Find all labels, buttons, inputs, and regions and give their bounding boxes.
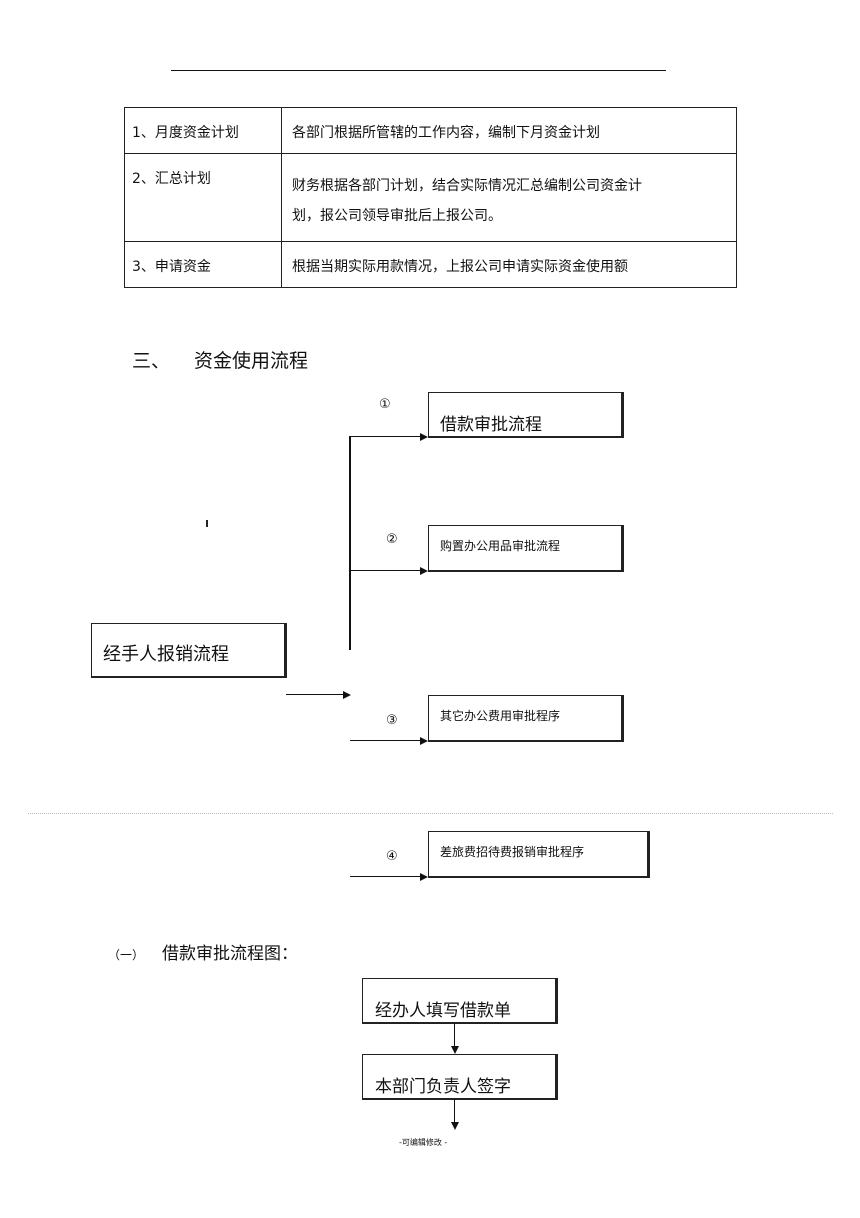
branch-label-3: 其它办公费用审批程序 bbox=[440, 709, 561, 723]
page-divider bbox=[28, 813, 833, 814]
connector-line-3 bbox=[350, 740, 421, 741]
desc-line: 财务根据各部门计划，结合实际情况汇总编制公司资金计 bbox=[292, 178, 642, 194]
connector-line-1 bbox=[349, 436, 421, 437]
source-label: 经手人报销流程 bbox=[103, 644, 229, 665]
arrow-4 bbox=[420, 873, 428, 881]
loan-connector-2 bbox=[454, 1099, 455, 1123]
table-row: 2、汇总计划 财务根据各部门计划，结合实际情况汇总编制公司资金计 划，报公司领导… bbox=[124, 153, 737, 242]
source-arrow bbox=[343, 691, 351, 699]
top-rule bbox=[171, 70, 666, 71]
section-heading: 三、 资金使用流程 bbox=[132, 346, 308, 373]
branch-marker-2: ② bbox=[386, 532, 398, 547]
source-arrow-line bbox=[286, 694, 344, 695]
loan-step-label-1: 经办人填写借款单 bbox=[375, 1001, 511, 1021]
loan-step-label-2: 本部门负责人签字 bbox=[375, 1077, 511, 1097]
subsection-title: 借款审批流程图： bbox=[162, 944, 299, 964]
table-cell-desc: 各部门根据所管辖的工作内容，编制下月资金计划 bbox=[281, 107, 737, 154]
branch-marker-1: ① bbox=[379, 397, 391, 412]
subsection-heading: （一） 借款审批流程图： bbox=[108, 939, 298, 964]
branch-box-2: 购置办公用品审批流程 bbox=[428, 525, 624, 572]
branch-label-2: 购置办公用品审批流程 bbox=[440, 539, 561, 553]
loan-connector-1 bbox=[454, 1023, 455, 1048]
page-footer: -可编辑修改 - bbox=[399, 1138, 448, 1147]
branch-box-3: 其它办公费用审批程序 bbox=[428, 695, 624, 742]
loan-step-box-2: 本部门负责人签字 bbox=[362, 1054, 558, 1100]
connector-line-4 bbox=[350, 876, 421, 877]
desc-line: 各部门根据所管辖的工作内容，编制下月资金计划 bbox=[292, 125, 600, 141]
loan-arrow-1 bbox=[451, 1046, 459, 1054]
table-cell-desc: 财务根据各部门计划，结合实际情况汇总编制公司资金计 划，报公司领导审批后上报公司… bbox=[281, 153, 737, 242]
loan-step-box-1: 经办人填写借款单 bbox=[362, 978, 558, 1024]
desc-line: 根据当期实际用款情况，上报公司申请实际资金使用额 bbox=[292, 259, 628, 275]
section-title: 资金使用流程 bbox=[194, 350, 309, 372]
source-box: 经手人报销流程 bbox=[91, 623, 287, 678]
table-cell-desc: 根据当期实际用款情况，上报公司申请实际资金使用额 bbox=[281, 241, 737, 288]
stray-mark bbox=[206, 520, 208, 527]
table-row: 1、月度资金计划 各部门根据所管辖的工作内容，编制下月资金计划 bbox=[124, 107, 737, 154]
branch-box-1: 借款审批流程 bbox=[428, 392, 624, 438]
desc-line: 划，报公司领导审批后上报公司。 bbox=[292, 208, 502, 224]
arrow-2 bbox=[420, 567, 428, 575]
table-cell-step: 2、汇总计划 bbox=[124, 153, 282, 242]
branch-marker-3: ③ bbox=[386, 713, 398, 728]
table-row: 3、申请资金 根据当期实际用款情况，上报公司申请实际资金使用额 bbox=[124, 241, 737, 288]
trunk-line bbox=[349, 436, 351, 650]
branch-box-4: 差旅费招待费报销审批程序 bbox=[428, 831, 650, 878]
branch-marker-4: ④ bbox=[386, 849, 398, 864]
branch-label-4: 差旅费招待费报销审批程序 bbox=[440, 845, 585, 859]
connector-line-2 bbox=[349, 570, 421, 571]
table-cell-step: 1、月度资金计划 bbox=[124, 107, 282, 154]
branch-label-1: 借款审批流程 bbox=[440, 415, 542, 435]
fund-plan-table: 1、月度资金计划 各部门根据所管辖的工作内容，编制下月资金计划 2、汇总计划 财… bbox=[124, 107, 737, 288]
table-cell-step: 3、申请资金 bbox=[124, 241, 282, 288]
subsection-number: （一） bbox=[108, 948, 145, 962]
arrow-1 bbox=[420, 433, 428, 441]
loan-arrow-2 bbox=[451, 1122, 459, 1130]
arrow-3 bbox=[420, 737, 428, 745]
section-number: 三、 bbox=[132, 350, 171, 372]
